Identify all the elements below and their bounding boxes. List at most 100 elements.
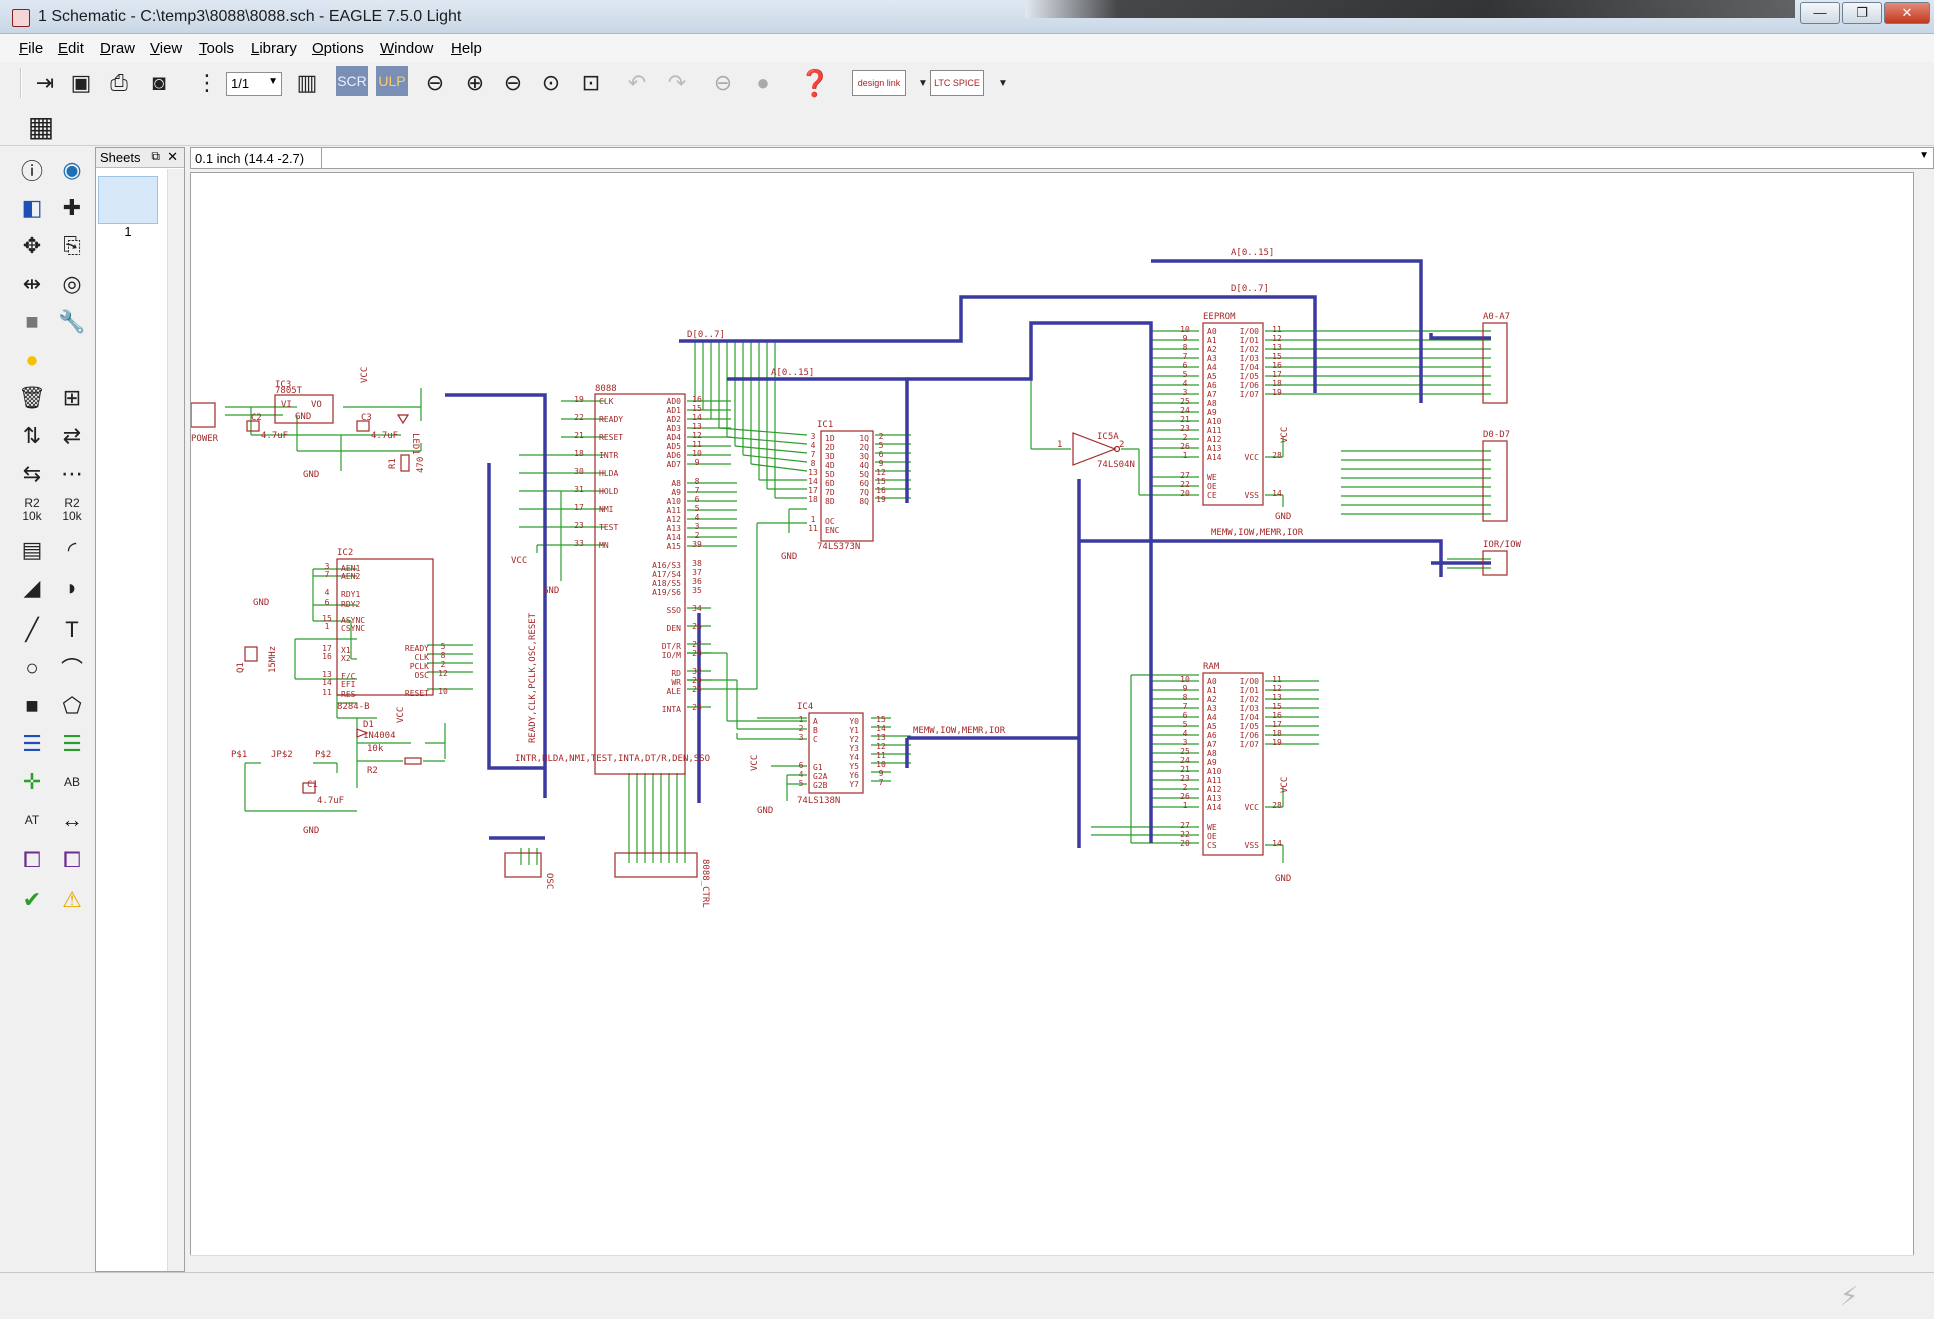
label-tool[interactable]: AB	[54, 764, 90, 800]
schematic-drawing[interactable]: POWER IC3 7805T VI VO GND C2 4.7uF C3 4.…	[191, 173, 1911, 1253]
canvas-vertical-scrollbar[interactable]	[1914, 172, 1934, 1272]
command-history-icon[interactable]: ▼	[1919, 150, 1929, 161]
erc-icon[interactable]: ✔	[22, 887, 42, 912]
zoom-out-icon[interactable]: ⊖	[503, 70, 523, 95]
cam-icon[interactable]: ◙	[152, 70, 166, 95]
print-icon[interactable]: ⎙	[110, 70, 128, 95]
sheets-panel-title: Sheets	[100, 150, 141, 165]
attribute-tool[interactable]: AT	[14, 802, 50, 838]
cpu-pin-name: INTR	[599, 451, 618, 460]
zoom-in-icon[interactable]: ⊕	[465, 70, 485, 95]
zoom-fit-icon[interactable]: ⊖	[425, 70, 445, 95]
script-button[interactable]: SCR	[336, 66, 368, 96]
move-icon[interactable]: ✥	[22, 233, 42, 258]
add-icon[interactable]: ⊞	[62, 385, 82, 410]
rect-icon[interactable]: ■	[25, 693, 39, 718]
name-tool[interactable]: R2 10k	[14, 492, 50, 528]
close-button[interactable]: ✕	[1884, 2, 1930, 24]
fanout-icon[interactable]: ⋯	[61, 461, 83, 486]
smash-icon[interactable]: ▤	[21, 537, 43, 562]
canvas-horizontal-scrollbar[interactable]	[190, 1255, 1914, 1272]
net-icon[interactable]: ☰	[62, 731, 82, 756]
save-icon[interactable]: ▣	[70, 70, 92, 95]
ltspice-dropdown-icon[interactable]: ▼	[998, 77, 1008, 89]
copy-icon[interactable]: ⎘	[63, 233, 81, 258]
cpu-pin-number: 2	[695, 531, 700, 540]
frame-icon[interactable]: ⧠	[23, 847, 41, 872]
text-icon[interactable]: T	[65, 617, 79, 642]
maximize-button[interactable]: ❐	[1842, 2, 1882, 24]
zoom-select-icon[interactable]: ⊡	[581, 70, 601, 95]
go-icon[interactable]: ●	[756, 70, 770, 95]
mark-icon[interactable]: ✚	[62, 195, 82, 220]
sheet-select[interactable]: 1/1 ▼	[226, 72, 282, 96]
layer-settings-icon[interactable]: ▥	[296, 70, 318, 95]
rotate-icon[interactable]: ◎	[62, 271, 82, 296]
bus-icon[interactable]: ☰	[22, 731, 42, 756]
menu-tools[interactable]: Tools	[199, 40, 235, 57]
grid-icon[interactable]: ▦	[27, 110, 55, 142]
circle-icon[interactable]: ○	[25, 655, 39, 680]
ram-pin-name: A0	[1207, 677, 1217, 686]
menu-options[interactable]: Options	[312, 40, 364, 57]
group-icon[interactable]: ■	[25, 309, 39, 334]
replace-icon[interactable]: ⇄	[62, 423, 82, 448]
stop-command-icon[interactable]: ⚡	[1840, 1281, 1859, 1311]
redo-icon[interactable]: ↷	[667, 70, 687, 95]
gateswap-icon[interactable]: ⇆	[22, 461, 42, 486]
arc-icon[interactable]: ⌒	[60, 657, 83, 682]
menu-help[interactable]: Help	[451, 40, 482, 57]
display-layers-icon[interactable]: ◧	[21, 195, 43, 220]
info-icon[interactable]: ⓘ	[20, 159, 43, 184]
ic1-pin-number: 14	[808, 477, 818, 486]
board-switch-icon[interactable]: ⋮	[196, 70, 218, 95]
menu-view[interactable]: View	[150, 40, 183, 57]
title-bar[interactable]: 1 Schematic - C:\temp3\8088\8088.sch - E…	[0, 0, 1934, 34]
ltspice-button[interactable]: LTC SPICE	[930, 70, 984, 96]
junction-icon[interactable]: ✛	[22, 769, 42, 794]
ic2-pin-name: ASYNC	[341, 616, 365, 625]
paste-icon[interactable]: ●	[25, 347, 39, 372]
eeprom-pin-number: 21	[1180, 415, 1190, 424]
sheets-scrollbar[interactable]	[167, 169, 184, 1271]
open-icon[interactable]: ⇥	[35, 70, 55, 95]
module-icon[interactable]: ⧠	[63, 847, 81, 872]
invoke-icon[interactable]: ◗	[65, 575, 79, 600]
menu-window[interactable]: Window	[380, 40, 434, 57]
menu-draw[interactable]: Draw	[100, 40, 136, 57]
close-panel-icon[interactable]: ✕	[167, 149, 178, 164]
minimize-button[interactable]: —	[1800, 2, 1840, 24]
sheet-thumbnail[interactable]	[98, 176, 158, 224]
menu-edit[interactable]: Edit	[58, 40, 84, 57]
ic2-pin-number: 10	[438, 687, 448, 696]
stop-icon[interactable]: ⊖	[713, 70, 733, 95]
ic1-pin-name: 2Q	[859, 443, 869, 452]
polygon-icon[interactable]: ⬠	[62, 693, 82, 718]
eeprom-pin-name: WE	[1207, 473, 1217, 482]
pinswap-icon[interactable]: ⇅	[22, 423, 42, 448]
value-tool[interactable]: R2 10k	[54, 492, 90, 528]
ram-pin-name: I/O6	[1240, 731, 1259, 740]
delete-icon[interactable]: 🗑	[18, 385, 46, 410]
change-icon[interactable]: 🔧	[58, 309, 86, 334]
ulp-button[interactable]: ULP	[376, 66, 408, 96]
redraw-icon[interactable]: ⊙	[541, 70, 561, 95]
mirror-icon[interactable]: ⇹	[22, 271, 42, 296]
dimension-icon[interactable]: ↔	[61, 807, 83, 832]
undock-icon[interactable]: ⧉	[151, 149, 160, 163]
menu-file[interactable]: File	[19, 40, 44, 57]
show-icon[interactable]: ◉	[62, 157, 82, 182]
undo-icon[interactable]: ↶	[627, 70, 647, 95]
design-link-dropdown-icon[interactable]: ▼	[918, 77, 928, 89]
design-link-button[interactable]: design link	[852, 70, 906, 96]
command-input[interactable]	[335, 149, 1915, 167]
miter-icon[interactable]: ◜	[67, 537, 77, 562]
schematic-canvas[interactable]: POWER IC3 7805T VI VO GND C2 4.7uF C3 4.…	[190, 172, 1914, 1272]
ic2-pin-number: 14	[322, 678, 332, 687]
menu-library[interactable]: Library	[251, 40, 297, 57]
wire-icon[interactable]: ╱	[25, 617, 39, 642]
ram-pin-name: A9	[1207, 758, 1217, 767]
split-icon[interactable]: ◢	[23, 575, 41, 600]
errors-icon[interactable]: ⚠	[62, 887, 82, 912]
help-icon[interactable]: ❓	[798, 67, 832, 98]
